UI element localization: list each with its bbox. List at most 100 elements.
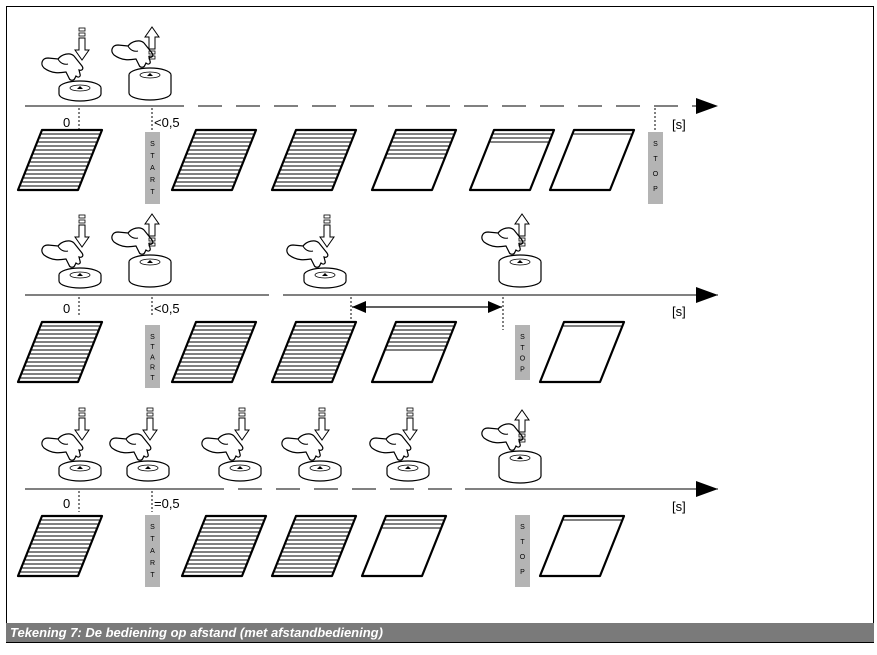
start-marker-letter: S [150,141,155,148]
blind-icon [538,320,626,384]
hand-icon [281,433,324,461]
blind-frame [270,514,358,578]
blind-icon [180,514,268,578]
hand-icon [201,433,244,461]
blind-frame [170,128,258,192]
unit-label: [s] [672,117,686,132]
hand-icon [481,227,524,255]
blind-frame [270,320,358,384]
blind-frame [270,128,358,192]
start-marker-letter: A [150,548,155,555]
stop-marker-letter: T [520,345,525,352]
hand-icon [286,240,329,268]
row-2: 0<0,5[s]min 0,5STARTSTOP [16,213,718,388]
remote-button-icon [303,267,347,289]
start-marker-letter: S [150,334,155,341]
time-axis [25,98,718,114]
axis-arrowhead [696,481,718,497]
stop-marker-letter: O [520,356,526,363]
start-marker-letter: T [150,153,155,160]
blind-icon [16,128,104,192]
blind-frame [548,128,636,192]
remote-button-icon [498,254,542,288]
blind-frame [370,128,458,192]
hand-icon [481,423,524,451]
arrow-down-icon [319,214,335,248]
blind-frame [538,320,626,384]
start-marker-letter: T [150,572,155,579]
arrow-down-icon [402,407,418,441]
hand-icon [41,433,84,461]
arrow-down-icon [142,407,158,441]
figure-caption: Tekening 7: De bediening op afstand (met… [6,623,874,642]
hand-icon [109,433,152,461]
interval-arrow [352,301,502,313]
start-marker-bar [145,325,160,388]
press-action [41,214,102,289]
start-marker-letter: T [150,375,155,382]
start-marker-letter: R [150,560,155,567]
remote-button-icon [58,80,102,102]
blind-frame [16,128,104,192]
blind-frame [468,128,556,192]
stop-marker-letter: S [520,524,525,531]
stop-marker: S T O P [648,132,663,204]
stop-marker-letter: T [653,156,658,163]
axis-arrowhead [696,98,718,114]
remote-button-icon [218,460,262,482]
start-marker-letter: R [150,365,155,372]
time-axis [25,481,718,497]
blind-frame [16,514,104,578]
blind-icon [270,514,358,578]
press-action [201,407,262,482]
stop-marker-letter: P [520,569,525,576]
blind-frame [360,514,448,578]
blind-icon [16,514,104,578]
remote-button-icon [58,460,102,482]
remote-button-icon [128,254,172,288]
arrow-down-icon [314,407,330,441]
stop-marker-letter: P [520,366,525,373]
hand-icon [41,53,84,81]
stop-marker-letter: O [653,171,659,178]
stop-marker-letter: S [653,141,658,148]
blind-icon [360,514,448,578]
remote-button-icon [58,267,102,289]
remote-button-icon [498,450,542,484]
stop-marker-bar [648,132,663,204]
start-marker-letter: S [150,524,155,531]
stop-marker-bar [515,325,530,380]
label-time: =0,5 [154,496,180,511]
arrow-down-icon [74,27,90,61]
unit-label: [s] [672,499,686,514]
axis-arrowhead [696,287,718,303]
press-action [369,407,430,482]
blind-icon [16,320,104,384]
remote-button-icon [386,460,430,482]
press-action [281,407,342,482]
release-action [481,409,542,484]
stop-marker-bar [515,515,530,587]
label-zero: 0 [63,115,70,130]
press-action [109,407,170,482]
stop-marker-letter: P [653,186,658,193]
blind-frame [538,514,626,578]
stop-marker-letter: O [520,554,526,561]
label-zero: 0 [63,301,70,316]
remote-button-icon [126,460,170,482]
blind-icon [468,128,556,192]
blind-frame [16,320,104,384]
arrow-down-icon [74,407,90,441]
blind-icon [270,128,358,192]
start-marker-bar [145,515,160,587]
release-action [481,213,542,288]
label-zero: 0 [63,496,70,511]
blind-icon [538,514,626,578]
blind-frame [180,514,268,578]
